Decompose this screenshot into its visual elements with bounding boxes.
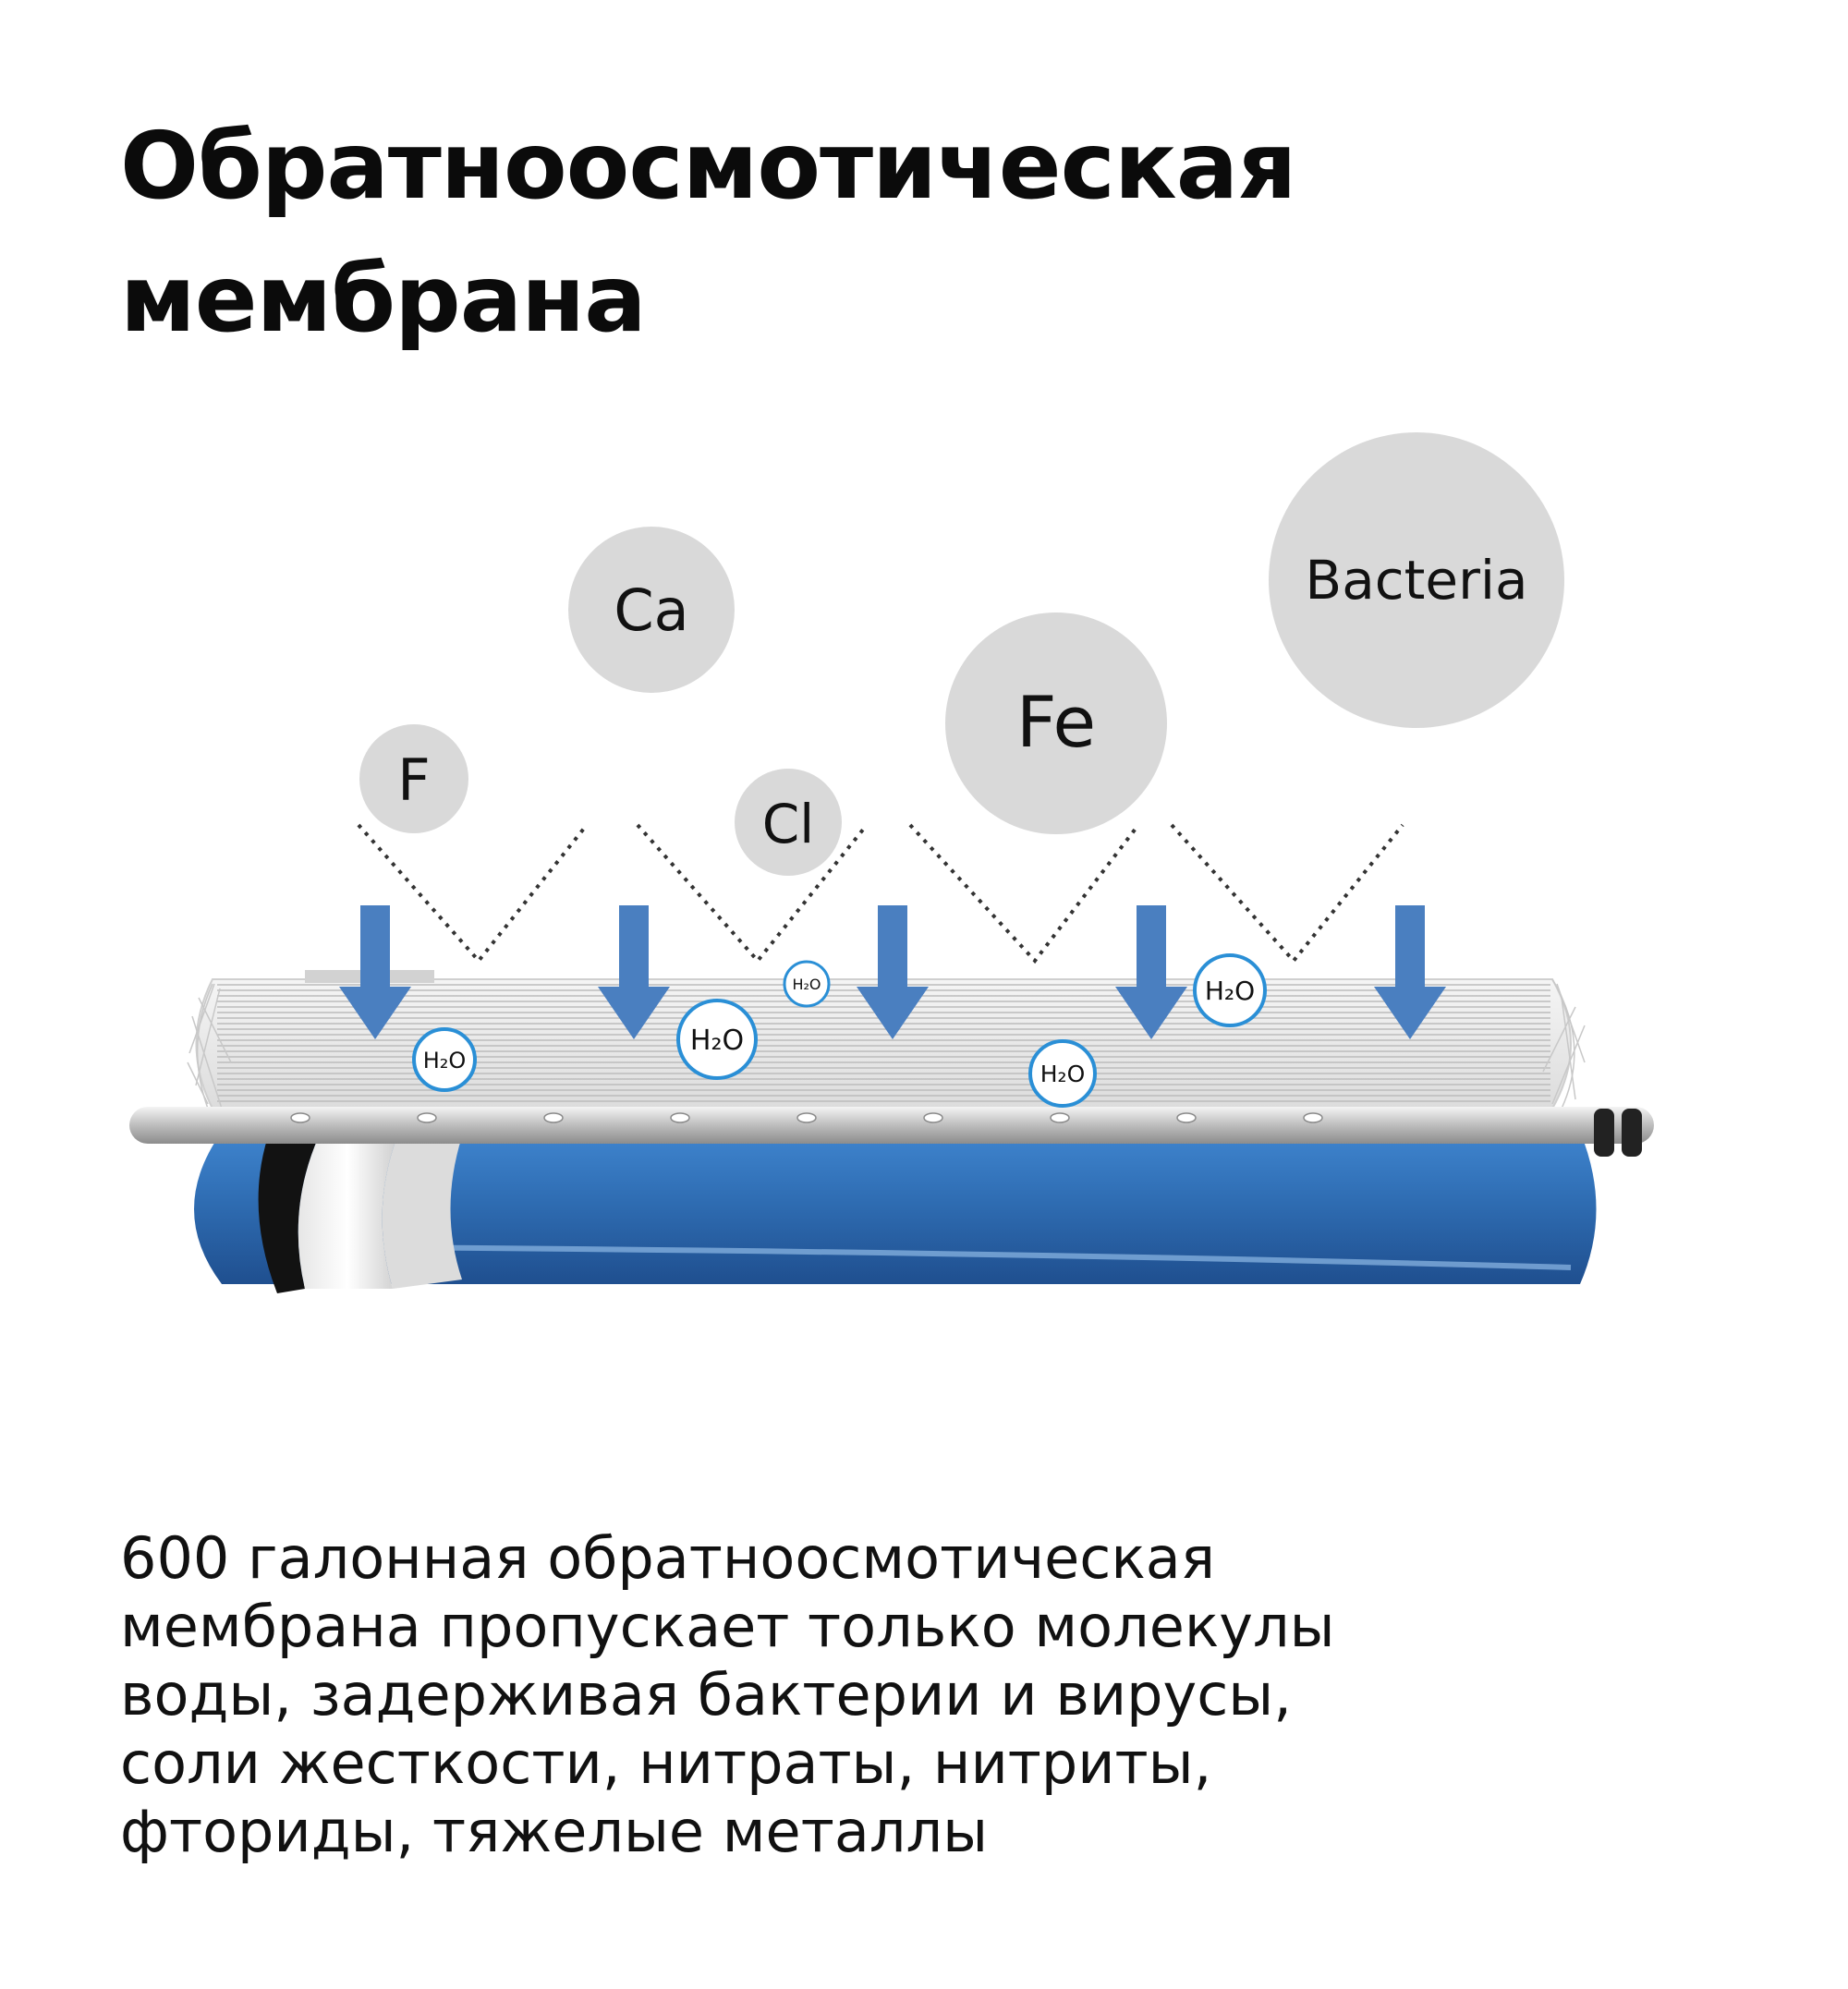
svg-text:H₂O: H₂O <box>690 1025 744 1057</box>
flow-arrow-2 <box>598 905 670 1039</box>
membrane-mesh-left <box>187 983 232 1110</box>
particle-ca: Ca <box>568 527 735 693</box>
particle-f: F <box>359 724 468 833</box>
flow-arrow-4 <box>1115 905 1187 1039</box>
membrane-mesh-right <box>1542 978 1586 1110</box>
page-title: Обратноосмотическая мембрана <box>120 100 1296 366</box>
water-molecule-3: H₂O <box>783 960 831 1008</box>
tube-hole <box>1050 1112 1070 1123</box>
filter-lines <box>357 823 1404 964</box>
water-molecule-1: H₂O <box>412 1027 477 1092</box>
flow-arrow-1 <box>339 905 411 1039</box>
description-line-5: фториды, тяжелые металлы <box>120 1798 989 1865</box>
particle-bacteria: Bacteria <box>1269 432 1564 728</box>
description-line-3: воды, задерживая бактерии и вирусы, <box>120 1661 1292 1728</box>
svg-text:Bacteria: Bacteria <box>1305 549 1527 612</box>
description-line-1: 600 галонная обратноосмотическая <box>120 1524 1216 1592</box>
description-text: 600 галонная обратноосмотическая мембран… <box>120 1524 1335 1866</box>
svg-text:Fe: Fe <box>1016 681 1096 763</box>
svg-text:Cl: Cl <box>762 793 815 855</box>
permeate-tube <box>129 1107 1654 1157</box>
svg-text:Ca: Ca <box>614 576 688 644</box>
description-line-2: мембрана пропускает только молекулы <box>120 1593 1335 1660</box>
tube-hole <box>290 1112 310 1123</box>
svg-text:H₂O: H₂O <box>1040 1061 1086 1087</box>
particle-cl: Cl <box>735 769 842 876</box>
description-line-4: соли жесткости, нитраты, нитриты, <box>120 1729 1212 1797</box>
flow-arrows <box>339 905 1446 1039</box>
water-molecule-5: H₂O <box>1193 953 1267 1027</box>
svg-text:H₂O: H₂O <box>792 976 821 993</box>
water-molecule-2: H₂O <box>676 999 758 1080</box>
water-molecules: H₂O H₂O H₂O H₂O H₂O <box>412 953 1267 1108</box>
title-line-2: мембрана <box>120 245 647 353</box>
membrane-housing <box>194 1132 1597 1293</box>
tube-hole <box>670 1112 690 1123</box>
tube-hole <box>796 1112 817 1123</box>
svg-text:F: F <box>397 746 431 814</box>
svg-text:H₂O: H₂O <box>1205 976 1255 1006</box>
flow-arrow-5 <box>1374 905 1446 1039</box>
contaminant-particles: F Ca Cl Fe Bacteria <box>359 432 1564 876</box>
tube-hole <box>543 1112 564 1123</box>
water-molecule-4: H₂O <box>1028 1039 1097 1108</box>
flow-arrow-3 <box>857 905 929 1039</box>
tube-hole <box>1303 1112 1323 1123</box>
tube-hole <box>923 1112 943 1123</box>
svg-text:H₂O: H₂O <box>423 1048 467 1073</box>
particle-fe: Fe <box>945 612 1167 834</box>
membrane-diagram: F Ca Cl Fe Bacteria H₂O H₂O H <box>129 432 1654 1293</box>
tube-hole <box>1176 1112 1197 1123</box>
title-line-1: Обратноосмотическая <box>120 112 1296 220</box>
tube-hole <box>417 1112 437 1123</box>
